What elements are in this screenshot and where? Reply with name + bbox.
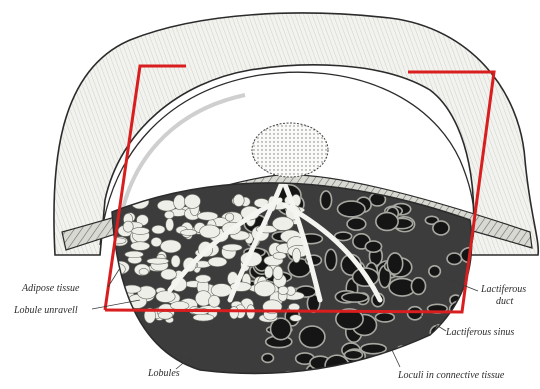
lobule: [254, 281, 275, 297]
loculus: [429, 266, 441, 277]
loculus: [338, 201, 366, 217]
lobule: [278, 286, 288, 294]
lobule: [265, 266, 273, 278]
loculus: [375, 313, 394, 322]
lobule: [193, 314, 214, 321]
lobule: [233, 194, 244, 206]
lobule: [184, 194, 200, 208]
loculus: [299, 326, 324, 348]
loculus: [361, 344, 386, 354]
lobule: [157, 200, 176, 211]
label-loculi: Loculi in connective tissue: [397, 370, 505, 381]
loculus: [463, 301, 479, 314]
lobule: [290, 315, 302, 322]
lobule: [158, 311, 172, 319]
loculus: [342, 367, 368, 381]
lobule: [131, 242, 150, 251]
loculus: [347, 218, 366, 230]
lobule: [208, 257, 227, 267]
lobule: [123, 221, 133, 232]
lobule: [166, 218, 174, 231]
lobule: [196, 275, 211, 283]
lobule: [151, 237, 162, 246]
label-lobules: Lobules: [147, 368, 180, 379]
lobule: [147, 258, 169, 264]
label-lobule-unravelled: Lobule unravell: [13, 305, 78, 316]
lobule: [197, 212, 218, 220]
lobule: [222, 244, 242, 251]
lobule: [225, 213, 233, 221]
lobule: [272, 217, 293, 231]
lobule: [132, 227, 150, 234]
loculus: [325, 249, 336, 270]
lobule: [200, 225, 220, 238]
label-lactiferous-sinus: Lactiferous sinus: [445, 327, 514, 338]
nipple: [252, 123, 328, 177]
lobule: [171, 255, 180, 267]
lobule: [180, 229, 196, 235]
lobule: [211, 284, 232, 297]
loculus: [320, 191, 331, 209]
loculus: [387, 253, 402, 274]
lobule: [292, 248, 300, 263]
loculus: [262, 354, 273, 363]
lobule: [160, 240, 181, 253]
lobule: [156, 291, 175, 303]
glandular-mass: [100, 150, 490, 389]
loculus: [411, 278, 425, 295]
lobule: [108, 238, 126, 244]
lobule: [273, 252, 286, 259]
lobule: [125, 251, 144, 258]
lobule: [174, 195, 186, 210]
lobule: [107, 313, 124, 321]
loculus: [433, 221, 449, 235]
loculus: [447, 253, 461, 264]
loculus: [342, 293, 368, 302]
loculus: [451, 346, 474, 363]
label-lactiferous-duct-1: Lactiferous: [480, 284, 526, 295]
loculus: [345, 350, 363, 359]
lobule: [139, 268, 148, 275]
label-lactiferous-duct-2: duct: [496, 296, 513, 307]
loculus: [280, 372, 298, 383]
lobule: [152, 225, 165, 234]
loculus: [376, 213, 398, 231]
lobule: [171, 301, 189, 310]
label-adipose-tissue: Adipose tissue: [21, 283, 80, 294]
loculus: [365, 368, 386, 388]
lobule: [164, 211, 174, 219]
lobule: [209, 295, 221, 307]
lobule: [229, 307, 238, 319]
lobule: [273, 266, 283, 280]
leader-loculi: [392, 350, 400, 367]
loculus: [365, 241, 381, 252]
